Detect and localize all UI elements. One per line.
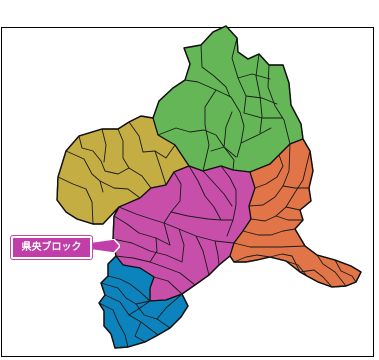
- east-municipal-boundaries: [233, 143, 357, 288]
- north-municipal-boundaries: [157, 37, 291, 172]
- outer-prefecture-outline: [56, 25, 362, 349]
- callout-pointer-arrow: [92, 239, 120, 253]
- central-block-callout-label: 県央ブロック: [11, 236, 92, 259]
- west-municipal-boundaries: [57, 121, 176, 225]
- central-municipal-boundaries: [112, 165, 237, 295]
